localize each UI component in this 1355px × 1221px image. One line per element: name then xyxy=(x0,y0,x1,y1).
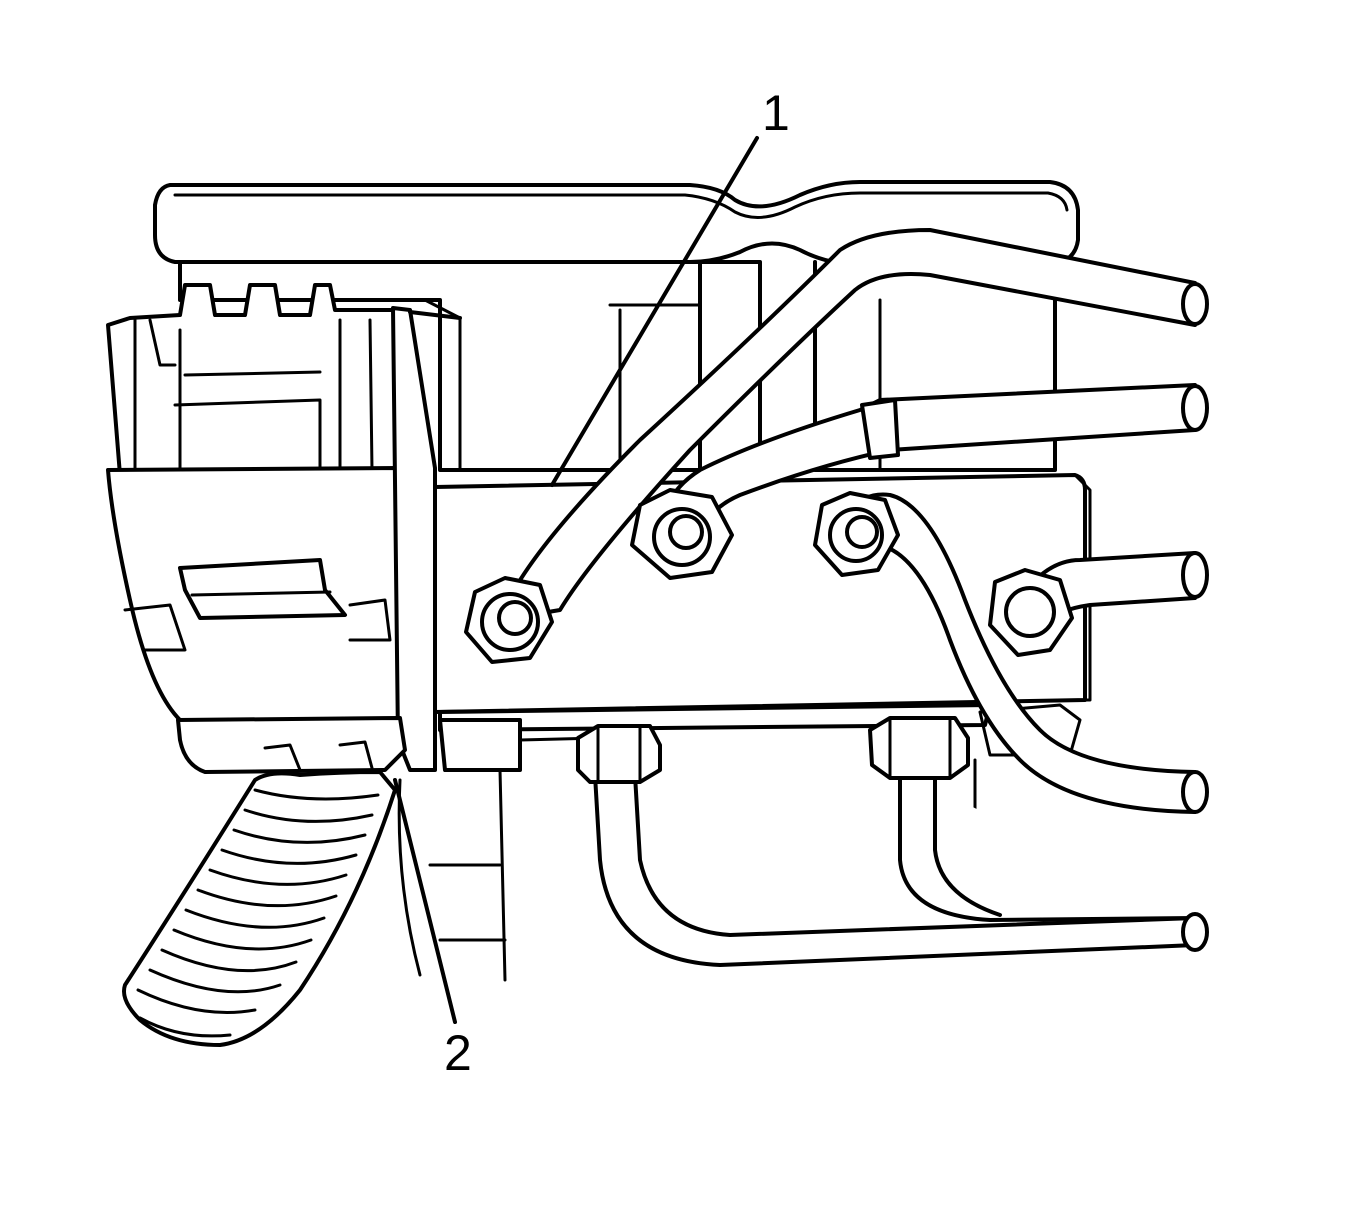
callout-2-leader xyxy=(393,778,457,1024)
electrical-connector xyxy=(106,283,462,774)
callout-1-leader xyxy=(550,136,759,487)
nut-1 xyxy=(464,576,554,664)
callout-2-label: 2 xyxy=(444,1025,472,1081)
nut-3 xyxy=(813,491,900,577)
nut-5 xyxy=(576,724,662,784)
corrugated-conduit xyxy=(122,770,397,1047)
nut-6 xyxy=(868,716,970,780)
nut-2 xyxy=(630,488,734,580)
hex-nuts xyxy=(464,488,1074,784)
callout-1: 1 xyxy=(550,85,790,487)
pipe-ends xyxy=(1181,282,1209,952)
callout-2: 2 xyxy=(393,778,472,1081)
nut-4 xyxy=(988,568,1074,657)
callout-1-label: 1 xyxy=(762,85,790,141)
